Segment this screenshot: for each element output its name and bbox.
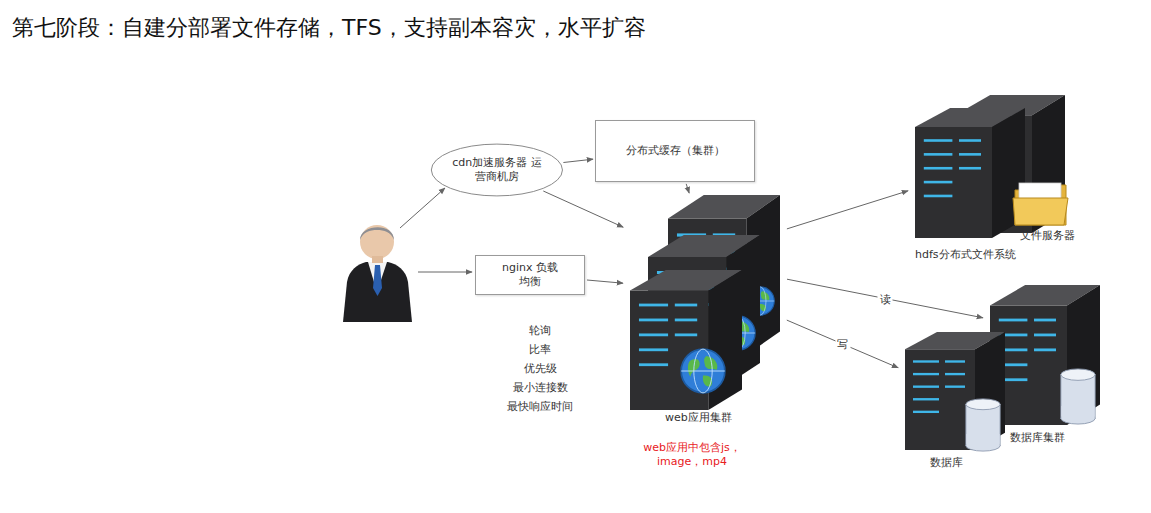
node-label: 分布式缓存（集群） [626,144,725,158]
connector-arrow [686,184,689,193]
file-server-cluster [915,95,1068,238]
node-label: web应用集群 [665,411,732,425]
node-label: cdn加速服务器 运营商机房 [452,156,542,184]
algorithm-item: 最快响应时间 [490,400,590,414]
note-text: web应用中包含js， image，mp4 [632,441,752,469]
node-label: nginx 负载均衡 [498,261,562,289]
server-node: web应用集群 [625,195,785,430]
connector-arrow [787,279,983,318]
node-label: hdfs分布式文件系统 [915,248,1016,262]
node-label: 数据库 [930,456,963,470]
ellipse-shape [431,144,562,196]
connector-arrow [587,280,623,283]
connector-arrow [787,320,898,368]
process-box: 分布式缓存（集群） [595,120,755,182]
node-label: 数据库集群 [1010,431,1065,445]
process-box: nginx 负载均衡 [475,255,585,295]
connector-arrow [543,191,623,227]
user-figure [343,225,412,322]
diagram-title: 第七阶段：自建分部署文件存储，TFS，支持副本容灾，水平扩容 [12,14,646,42]
user-arrow [418,272,472,273]
server-node: 数据库 [900,328,1005,475]
database-cluster [990,285,1100,425]
connector-arrow [563,159,593,162]
algorithm-item: 比率 [490,343,590,357]
algorithm-item: 最小连接数 [490,381,590,395]
edge-label: 写 [835,337,850,350]
algorithm-item: 轮询 [490,324,590,338]
connector-arrow [787,191,908,229]
node-label: 文件服务器 [1020,229,1075,243]
user-arrow [400,188,445,228]
edge-label: 读 [878,292,893,305]
database-server [905,332,1005,451]
web-server-cluster [630,195,780,410]
server-node: hdfs分布式文件系统文件服务器 [910,92,1085,268]
server-node: 数据库集群 [985,283,1105,448]
algorithm-item: 优先级 [490,362,590,376]
ellipse-node: cdn加速服务器 运营商机房 [430,143,564,197]
